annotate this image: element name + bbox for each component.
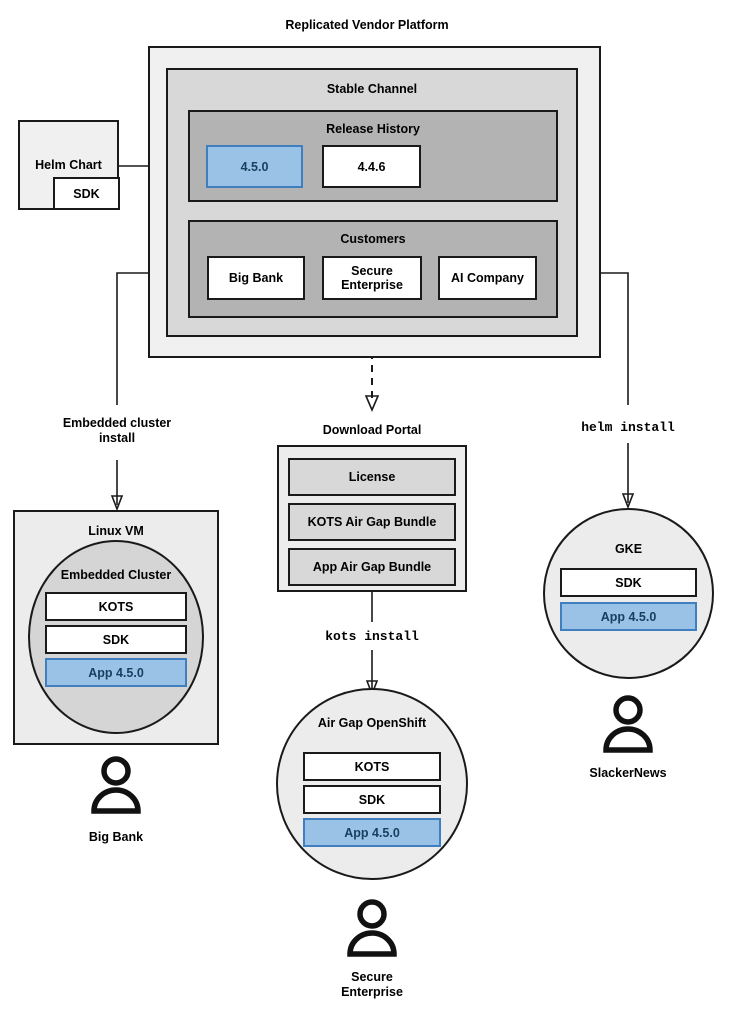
gke-label: GKE (614, 542, 643, 556)
openshift-component-app[interactable]: App 4.5.0 (303, 818, 441, 847)
gke-component-sdk[interactable]: SDK (560, 568, 697, 597)
helm-chart-sdk-box: SDK (53, 177, 120, 210)
openshift-component-kots[interactable]: KOTS (303, 752, 441, 781)
user-label-secure-enterprise: Secure Enterprise (341, 970, 403, 999)
component-label: App 4.5.0 (600, 609, 657, 624)
customers-label: Customers (340, 232, 406, 246)
artifact-license[interactable]: License (288, 458, 456, 496)
artifact-label: License (348, 470, 396, 484)
artifact-label: App Air Gap Bundle (312, 560, 432, 574)
linux-vm-label: Linux VM (88, 524, 144, 538)
component-label: SDK (102, 632, 130, 647)
component-label: KOTS (354, 759, 390, 774)
helm-chart-label: Helm Chart (35, 158, 102, 172)
vm-component-sdk[interactable]: SDK (45, 625, 187, 654)
component-label: App 4.5.0 (88, 665, 144, 680)
release-history-label: Release History (326, 122, 420, 136)
embedded-cluster-label: Embedded Cluster (60, 568, 172, 582)
customer-ai-company[interactable]: AI Company (438, 256, 537, 300)
customer-label: Secure Enterprise (341, 264, 403, 292)
page-title: Replicated Vendor Platform (285, 18, 449, 32)
edge-label-helm-install: helm install (581, 420, 675, 435)
arrowhead-linuxvm (110, 495, 124, 512)
airgap-openshift-circle: Air Gap OpenShift (276, 688, 468, 880)
component-label: KOTS (98, 599, 134, 614)
arrowhead-downloadportal (364, 395, 380, 413)
gke-component-app[interactable]: App 4.5.0 (560, 602, 697, 631)
user-icon (603, 695, 653, 753)
download-portal-title: Download Portal (322, 423, 422, 437)
component-label: SDK (615, 575, 642, 590)
openshift-component-sdk[interactable]: SDK (303, 785, 441, 814)
customer-label: Big Bank (228, 271, 284, 285)
user-icon (91, 756, 141, 814)
vm-component-app[interactable]: App 4.5.0 (45, 658, 187, 687)
artifact-label: KOTS Air Gap Bundle (307, 515, 437, 529)
release-item-4-5-0[interactable]: 4.5.0 (206, 145, 303, 188)
edge-label-embedded-install: Embedded cluster install (62, 416, 172, 445)
release-version-label: 4.5.0 (240, 159, 269, 174)
user-icon (347, 899, 397, 957)
user-label-slackernews: SlackerNews (589, 766, 667, 780)
arrowhead-openshift (365, 680, 379, 697)
customer-secure-enterprise[interactable]: Secure Enterprise (322, 256, 422, 300)
customer-big-bank[interactable]: Big Bank (207, 256, 305, 300)
edge-label-kots-install: kots install (325, 629, 419, 644)
customer-label: AI Company (451, 271, 524, 285)
release-item-4-4-6[interactable]: 4.4.6 (322, 145, 421, 188)
component-label: App 4.5.0 (344, 825, 400, 840)
helm-chart-sdk-label: SDK (73, 186, 100, 201)
arrowhead-gke (621, 493, 635, 510)
artifact-app-air-gap-bundle[interactable]: App Air Gap Bundle (288, 548, 456, 586)
vm-component-kots[interactable]: KOTS (45, 592, 187, 621)
component-label: SDK (358, 792, 386, 807)
user-label-big-bank: Big Bank (88, 830, 144, 844)
stable-channel-label: Stable Channel (326, 82, 418, 96)
artifact-kots-air-gap-bundle[interactable]: KOTS Air Gap Bundle (288, 503, 456, 541)
release-version-label: 4.4.6 (357, 159, 386, 174)
airgap-openshift-label: Air Gap OpenShift (317, 716, 427, 730)
